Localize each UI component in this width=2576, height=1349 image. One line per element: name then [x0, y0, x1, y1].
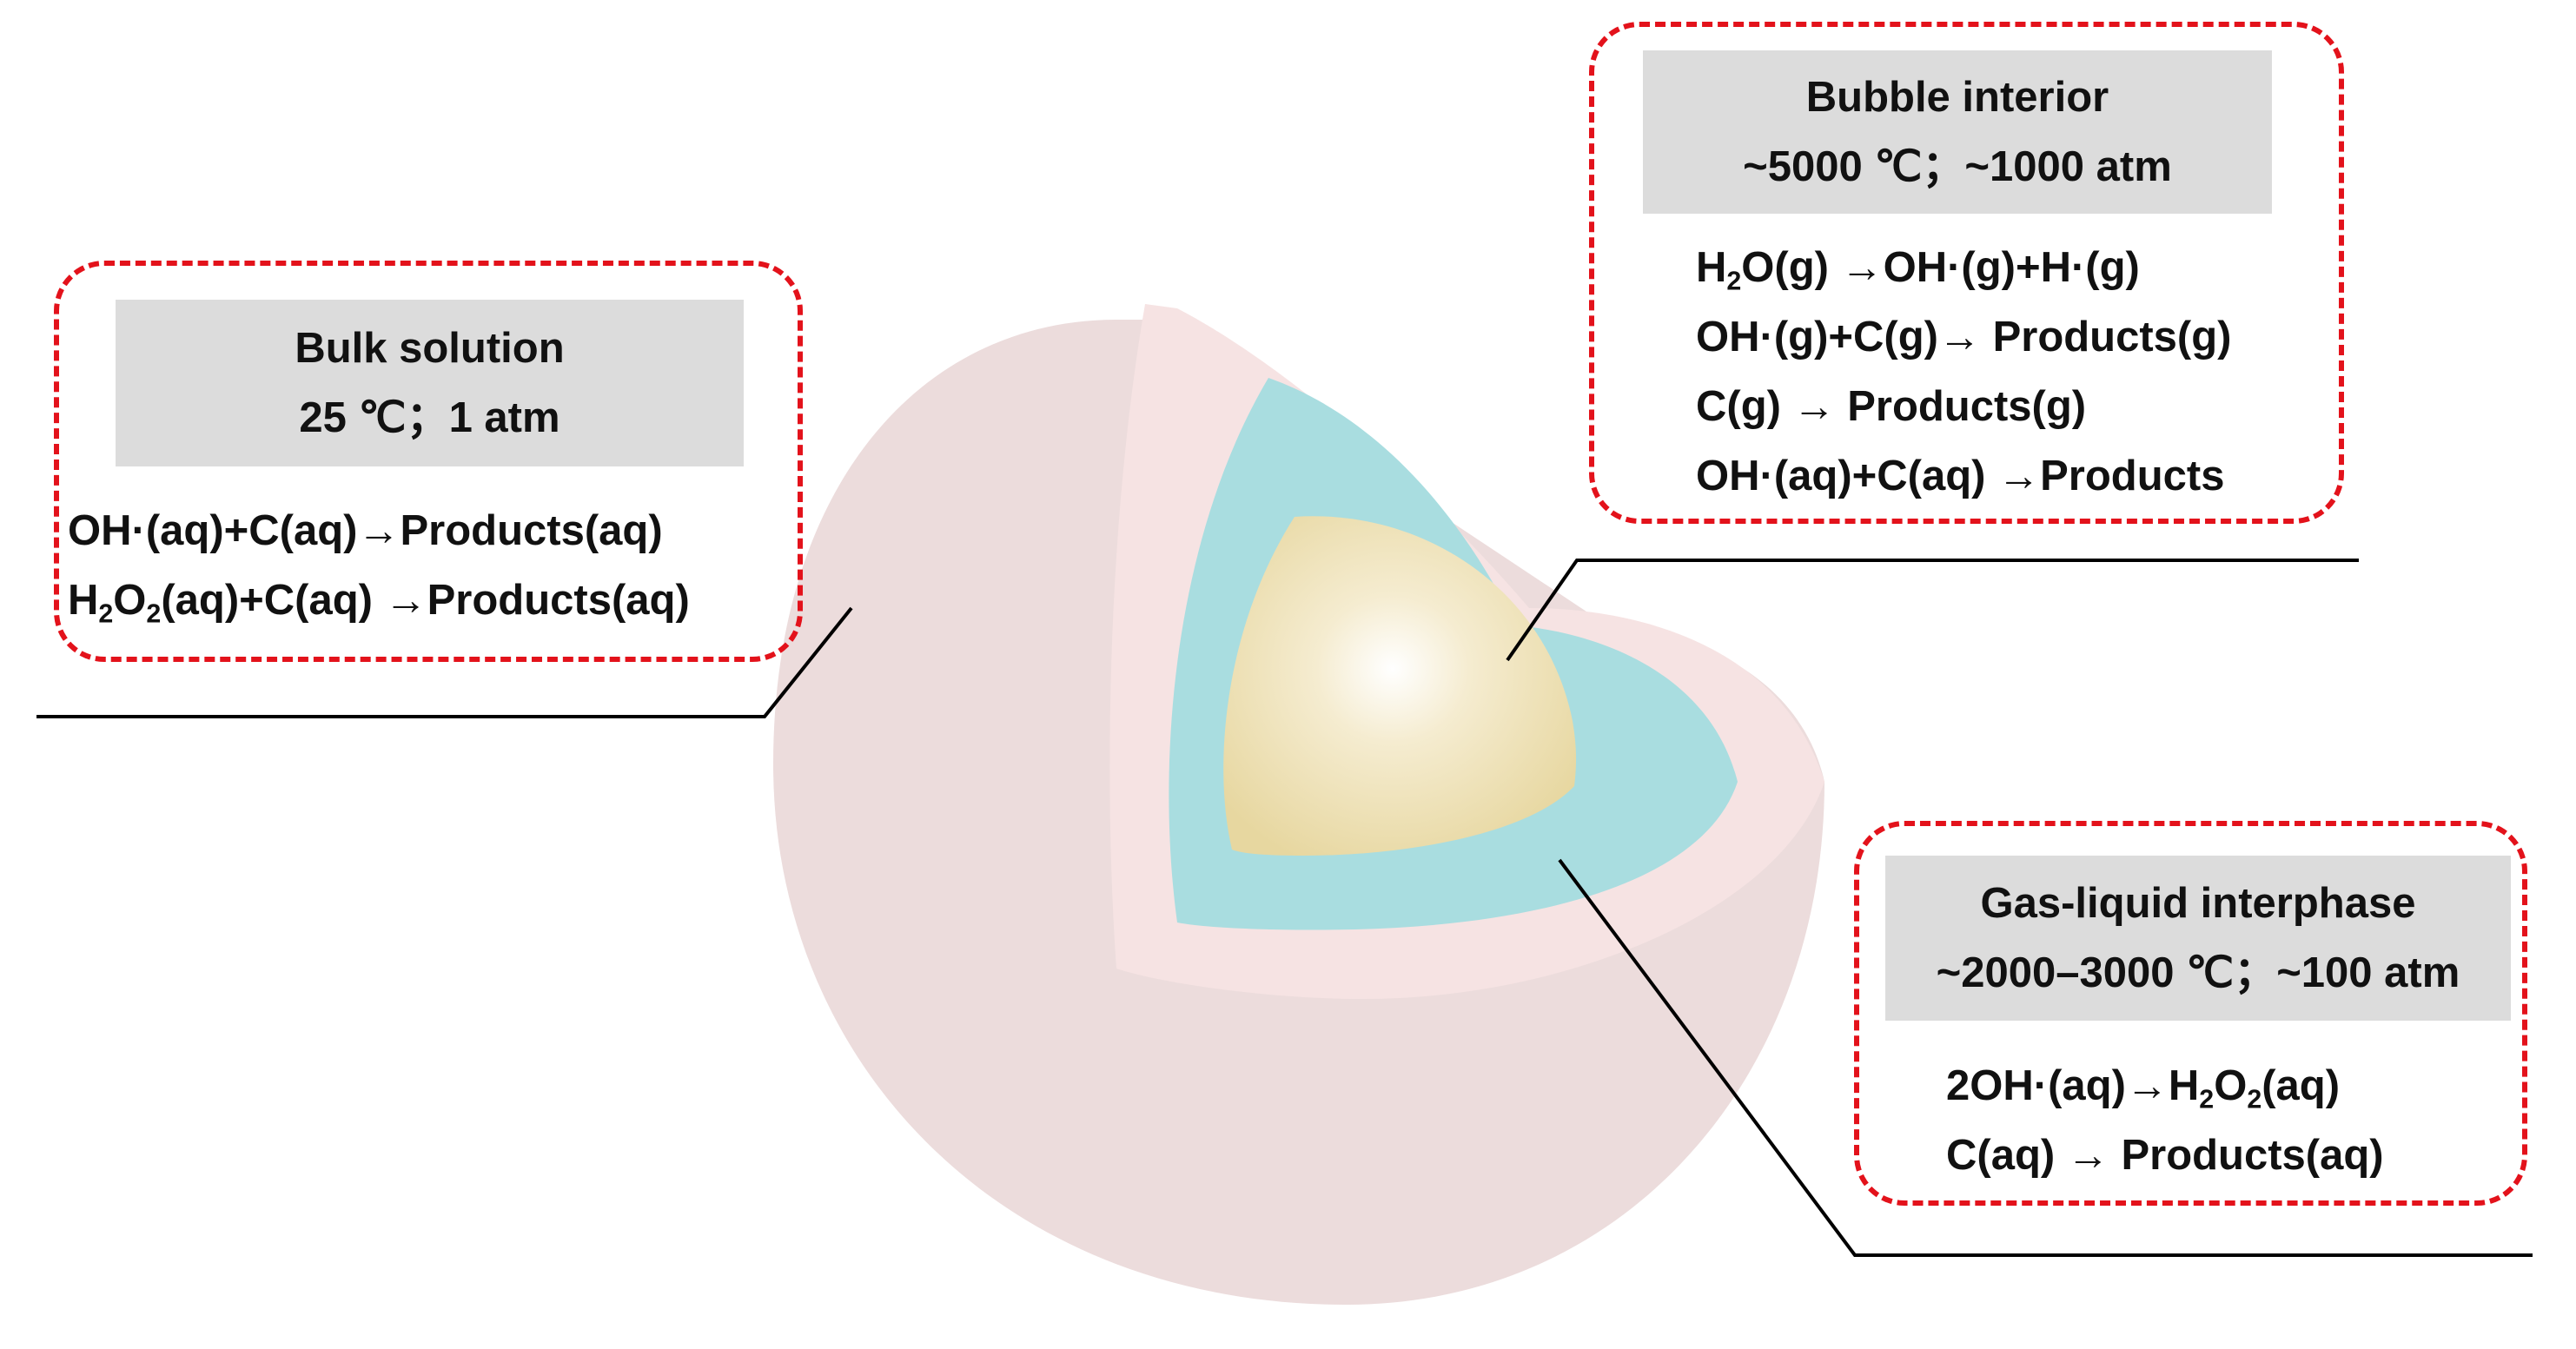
reaction-row: H2O2(aq)+C(aq) →Products(aq) [68, 577, 690, 629]
bulk-solution-callout [54, 261, 803, 662]
reaction-row: OH·(aq)+C(aq) →Products [1696, 453, 2225, 499]
reaction-row: C(aq) → Products(aq) [1946, 1132, 2384, 1179]
gas-liquid-interphase-header: Gas-liquid interphase ~2000–3000 ℃；~100 … [1885, 856, 2511, 1021]
bulk-solution-conditions: 25 ℃；1 atm [299, 394, 560, 441]
bulk-solution-reactions: OH·(aq)+C(aq)→Products(aq) H2O2(aq)+C(aq… [68, 496, 690, 635]
bubble-interior-conditions: ~5000 ℃；~1000 atm [1743, 143, 2172, 190]
gas-liquid-interphase-title: Gas-liquid interphase [1980, 880, 2416, 927]
reaction-row: C(g) → Products(g) [1696, 383, 2087, 430]
bulk-solution-title: Bulk solution [295, 325, 565, 372]
bubble-interior-reactions: H2O(g) →OH·(g)+H·(g) OH·(g)+C(g)→ Produc… [1696, 233, 2232, 511]
leader-line-bulk [36, 606, 853, 718]
bubble-interior-header: Bubble interior ~5000 ℃；~1000 atm [1643, 50, 2272, 214]
bulk-solution-header: Bulk solution 25 ℃；1 atm [116, 300, 744, 466]
reaction-row: OH·(g)+C(g)→ Products(g) [1696, 314, 2232, 360]
gas-liquid-interphase-conditions: ~2000–3000 ℃；~100 atm [1936, 949, 2460, 996]
bubble-interior-title: Bubble interior [1805, 74, 2109, 121]
gas-liquid-interphase-reactions: 2OH·(aq)→H2O2(aq) C(aq) → Products(aq) [1946, 1051, 2384, 1190]
leader-line-interphase [1558, 858, 2533, 1257]
leader-line-bubble [1506, 559, 2359, 662]
reaction-row: 2OH·(aq)→H2O2(aq) [1946, 1062, 2341, 1114]
bubble-core [1223, 516, 1577, 856]
gas-liquid-interphase-callout [1854, 821, 2527, 1206]
bubble-interior-callout [1589, 22, 2344, 524]
reaction-row: H2O(g) →OH·(g)+H·(g) [1696, 244, 2140, 296]
reaction-row: OH·(aq)+C(aq)→Products(aq) [68, 507, 663, 554]
